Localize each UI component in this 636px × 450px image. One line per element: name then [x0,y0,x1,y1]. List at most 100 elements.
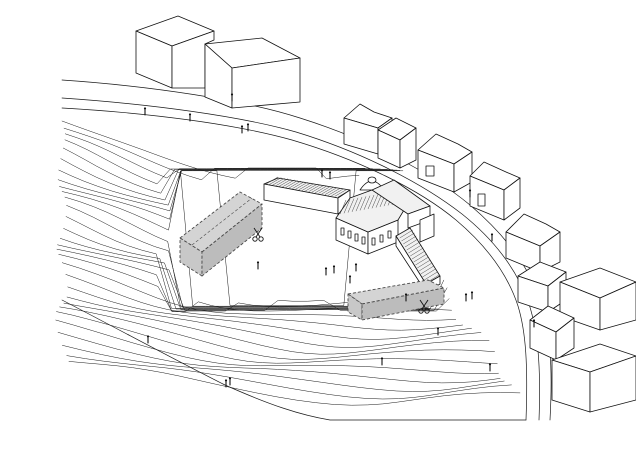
roof-hatch-line [272,177,285,186]
demolition-south-front [347,293,363,321]
contour-line [64,133,373,179]
contour-line [64,139,381,185]
pavilion-window [387,230,392,239]
demolition-south-side [361,287,445,321]
block-building-north [135,15,301,109]
roof-hatch-line [420,265,434,275]
roof-hatch-line [343,199,351,214]
person-icon [464,293,468,302]
house-2-side [399,127,417,169]
person-icon [240,125,244,134]
person-icon [490,233,494,242]
roof-hatch-line [265,176,279,185]
person-icon [143,107,147,116]
pavilion-window [340,227,345,236]
roof-hatch-line [401,232,415,242]
person-icon [404,293,408,302]
people-figures [143,93,536,388]
scissors-icon [252,227,264,242]
demolition-south-top [347,279,445,305]
roof-hatch-line [339,199,347,215]
person-icon [470,291,474,300]
roof-hatch-line [288,180,302,189]
pavilion-window [361,236,366,245]
roof-hatch-line [318,186,331,194]
roof-hatch-line [371,194,379,209]
pavilion-window [379,234,384,243]
demolition-west-ridge [191,197,253,246]
roof-hatch-line [406,241,420,251]
street [61,79,552,421]
roof-hatch-line [413,253,427,263]
house-4-side [503,177,521,221]
roof-hatch-line [331,188,344,197]
roof-hatch-line [418,262,433,272]
contour-line [68,361,521,406]
roof-hatch-line [298,182,311,191]
north-wing-roof-hatch [265,176,351,198]
contour-line [61,262,457,321]
pavilion-window [371,237,376,246]
person-icon [468,189,472,198]
contour-line [55,319,499,374]
houses-east [343,103,636,413]
roof-hatch-line [282,179,295,188]
person-icon [380,357,384,366]
contour-line [66,296,482,348]
historic-building-complex [263,176,441,293]
street-near-edge [61,299,527,421]
contour-line [63,302,490,355]
roof-hatch-line [359,196,367,211]
person-icon [146,335,150,344]
roof-hatch-line [347,198,355,213]
demolition-volume-west [179,191,263,277]
roof-hatch-line [408,244,422,254]
roof-hatch-line [295,182,308,190]
roof-hatch-line [417,259,431,269]
person-icon [532,319,536,328]
street-near-kerb [61,107,528,421]
contour-line [65,274,463,331]
roof-hatch-line [424,271,438,281]
person-icon [436,327,440,336]
person-icon [348,275,352,284]
roof-hatch-line [397,226,412,236]
contour-line [60,158,394,201]
roof-hatch-line [337,189,351,198]
roof-hatch-line [403,235,417,245]
person-icon [230,93,234,102]
roof-hatch-line [399,229,413,239]
contour-line [62,345,505,392]
house-3-window [425,165,435,177]
roof-hatch-line [301,183,315,191]
south-wing-roof-hatch [397,226,440,284]
contour-line [56,311,498,365]
roof-hatch-line [278,179,292,187]
roof-hatch-line [367,194,375,210]
contour-line [57,170,401,212]
scissors-icon [418,299,430,314]
person-icon [328,171,332,180]
pavilion-window [347,230,352,239]
roof-hatch-line [363,195,371,210]
person-icon [228,377,232,386]
contour-line [63,127,366,181]
person-icon [188,113,192,122]
roof-hatch-line [269,177,282,185]
person-icon [246,123,250,132]
house-9-side [589,355,636,413]
street-far-edge [61,79,552,421]
roof-hatch-line [410,247,424,257]
roof-hatch-line [321,186,334,195]
roof-hatch-line [328,188,341,196]
roof-hatch-line [355,197,363,212]
roof-hatch-line [411,250,426,260]
person-icon [324,267,328,276]
roof-hatch-line [311,185,324,193]
person-icon [332,265,336,274]
roof-hatch-line [308,184,321,192]
roof-hatch-line [404,238,419,248]
roof-hatch-line [334,189,347,197]
